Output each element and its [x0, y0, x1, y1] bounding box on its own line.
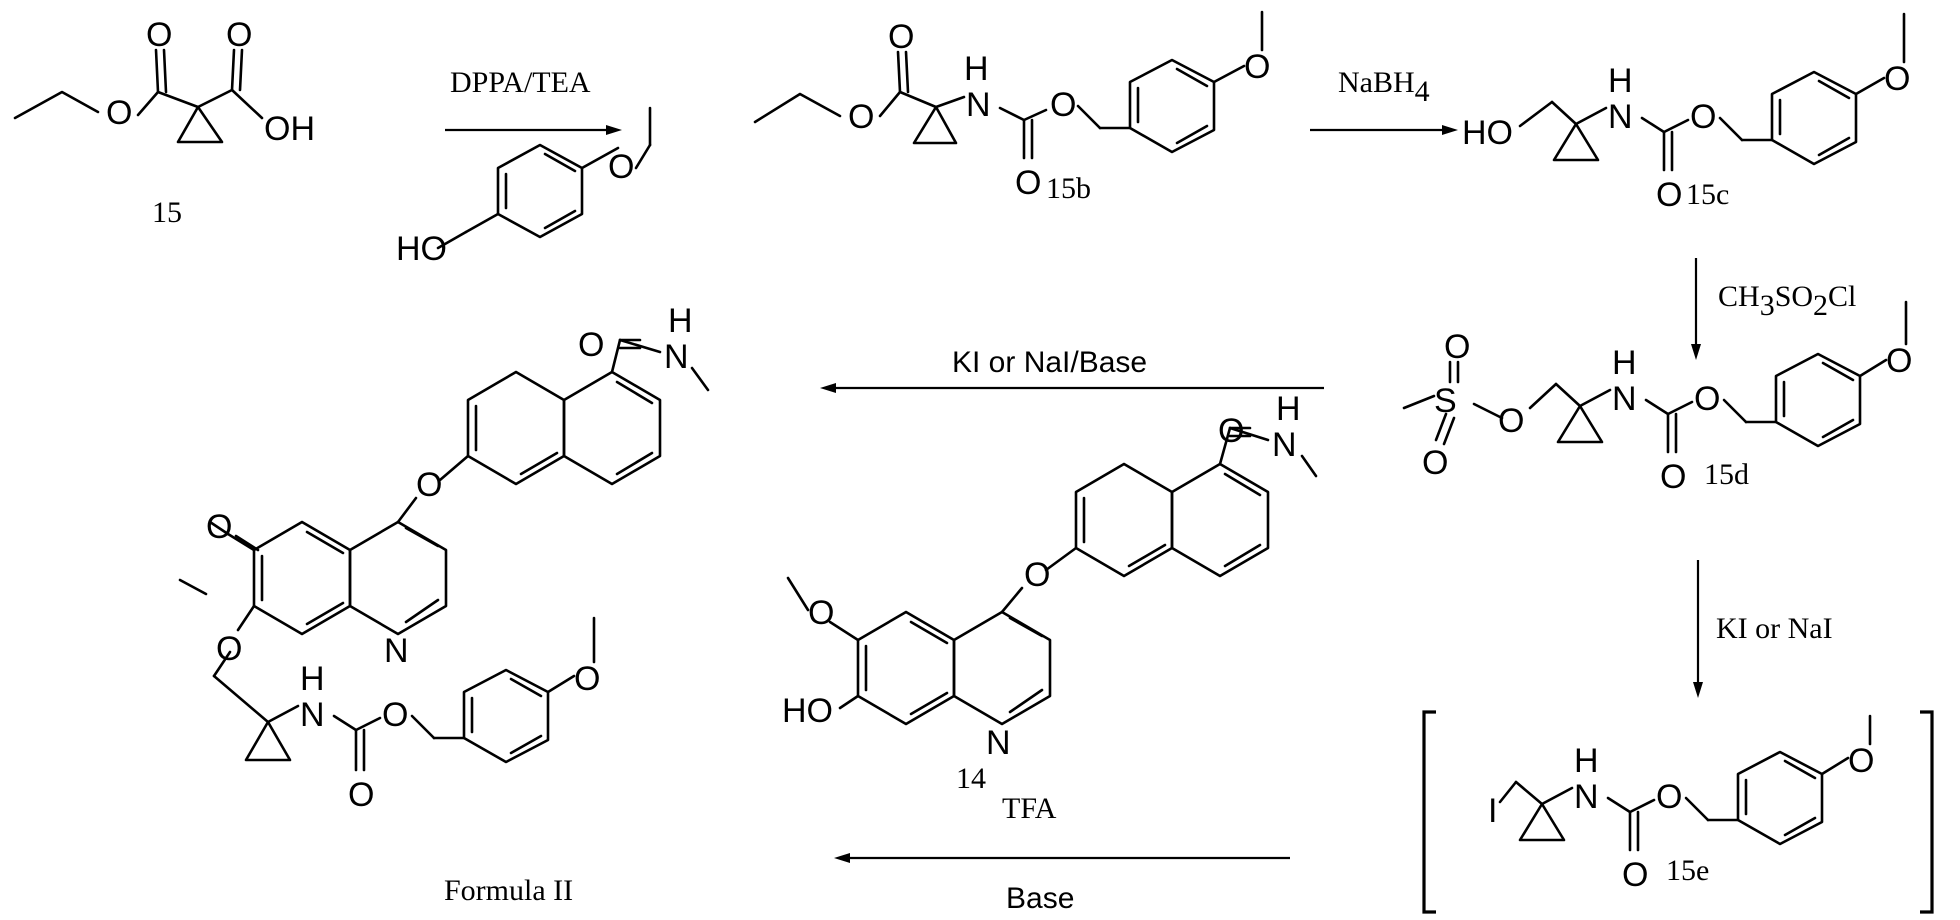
compound-15c-structure: HO H N O O O: [1462, 12, 1910, 214]
atom-o: O: [1024, 556, 1050, 594]
arrow-step2: [1310, 125, 1458, 135]
atom-o: O: [1848, 742, 1874, 780]
atom-o: O: [1244, 48, 1270, 86]
compound-15b-structure: O O H N O O O: [753, 10, 1270, 202]
atom-o: O: [1218, 412, 1244, 450]
atom-n: N: [966, 86, 991, 124]
atom-i: I: [1488, 792, 1497, 830]
arrow-step5: [820, 383, 1324, 393]
atom-o: O: [1444, 328, 1470, 366]
atom-s: S: [1434, 382, 1457, 420]
atom-o: O: [226, 16, 252, 54]
atom-ho: HO: [396, 230, 447, 268]
reagent-dppa-tea: DPPA/TEA: [450, 66, 591, 99]
atom-h: H: [1608, 62, 1633, 100]
atom-o: O: [888, 18, 914, 56]
reagent-base: Base: [1006, 882, 1074, 915]
atom-o: O: [106, 94, 132, 132]
arrow-step3: [1691, 258, 1701, 360]
atom-o: O: [1690, 98, 1716, 136]
reagent-ki-or-nai: KI or NaI: [1716, 612, 1833, 645]
atom-h: H: [1612, 344, 1637, 382]
arrow-step1: [445, 125, 622, 135]
atom-o: O: [1656, 778, 1682, 816]
atom-n: N: [664, 338, 689, 376]
atom-oh: OH: [264, 110, 315, 148]
compound-label-15b: 15b: [1046, 172, 1091, 205]
atom-o: O: [578, 326, 604, 364]
atom-o: O: [1622, 856, 1648, 894]
atom-ho: HO: [1462, 114, 1513, 152]
atom-n: N: [1608, 98, 1633, 136]
atom-o: O: [1422, 444, 1448, 482]
atom-n: N: [1574, 778, 1599, 816]
atom-h: H: [300, 660, 325, 698]
compound-label-formula-ii: Formula II: [444, 874, 573, 907]
atom-o: O: [146, 16, 172, 54]
atom-o: O: [216, 630, 242, 668]
compound-label-14: 14: [956, 762, 986, 795]
atom-o: O: [808, 594, 834, 632]
atom-o: O: [1660, 458, 1686, 496]
atom-o: O: [1884, 60, 1910, 98]
atom-o: O: [1015, 164, 1041, 202]
compound-salt-tfa: TFA: [1002, 792, 1057, 825]
compound-label-15c: 15c: [1686, 178, 1729, 211]
atom-o: O: [574, 660, 600, 698]
atom-o: O: [608, 148, 634, 186]
atom-o: O: [416, 466, 442, 504]
atom-o: O: [1694, 380, 1720, 418]
arrow-step4: [1693, 560, 1703, 698]
compound-15-structure: O O O OH: [13, 16, 315, 148]
compound-15d-structure: O S O O H N O O O: [1402, 300, 1912, 496]
reagent-ch3so2cl: CH3SO2Cl: [1718, 280, 1856, 322]
arrow-step6: [834, 853, 1290, 863]
atom-n: N: [986, 724, 1011, 762]
atom-o: O: [1498, 402, 1524, 440]
methoxybenzyl-alcohol-structure: O HO: [396, 106, 652, 268]
atom-h: H: [964, 50, 989, 88]
reagent-ki-nai-base: KI or NaI/Base: [952, 346, 1147, 379]
compound-14-structure: O H N O O HO N: [782, 390, 1318, 762]
atom-n: N: [1272, 426, 1297, 464]
formula-ii-structure: O H N O O O N H N O O O: [178, 302, 710, 814]
atom-n: N: [1612, 380, 1637, 418]
atom-o: O: [1886, 342, 1912, 380]
compound-label-15d: 15d: [1704, 458, 1749, 491]
atom-o: O: [206, 508, 232, 546]
atom-n: N: [384, 632, 409, 670]
compound-15e-structure: I H N O O O: [1422, 710, 1934, 914]
atom-h: H: [1574, 742, 1599, 780]
atom-o: O: [1050, 86, 1076, 124]
atom-o: O: [348, 776, 374, 814]
atom-o: O: [848, 98, 874, 136]
atom-o: O: [382, 696, 408, 734]
atom-o: O: [1656, 176, 1682, 214]
atom-h: H: [668, 302, 693, 340]
reagent-nabh4: NaBH4: [1338, 66, 1430, 108]
compound-label-15: 15: [152, 196, 182, 229]
atom-h: H: [1276, 390, 1301, 428]
atom-n: N: [300, 696, 325, 734]
atom-ho: HO: [782, 692, 833, 730]
compound-label-15e: 15e: [1666, 854, 1709, 887]
